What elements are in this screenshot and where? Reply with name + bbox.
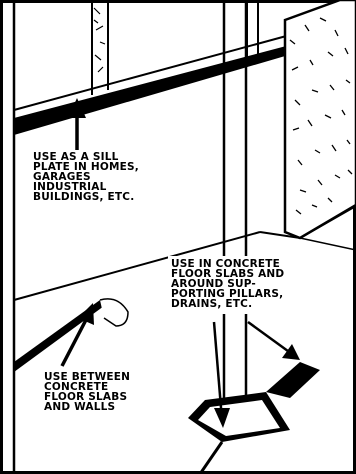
masonry-wall xyxy=(285,0,356,238)
label-line: AND WALLS xyxy=(44,401,115,413)
label-line: BUILDINGS, ETC. xyxy=(33,191,134,203)
label-line: DRAINS, ETC. xyxy=(171,298,252,310)
